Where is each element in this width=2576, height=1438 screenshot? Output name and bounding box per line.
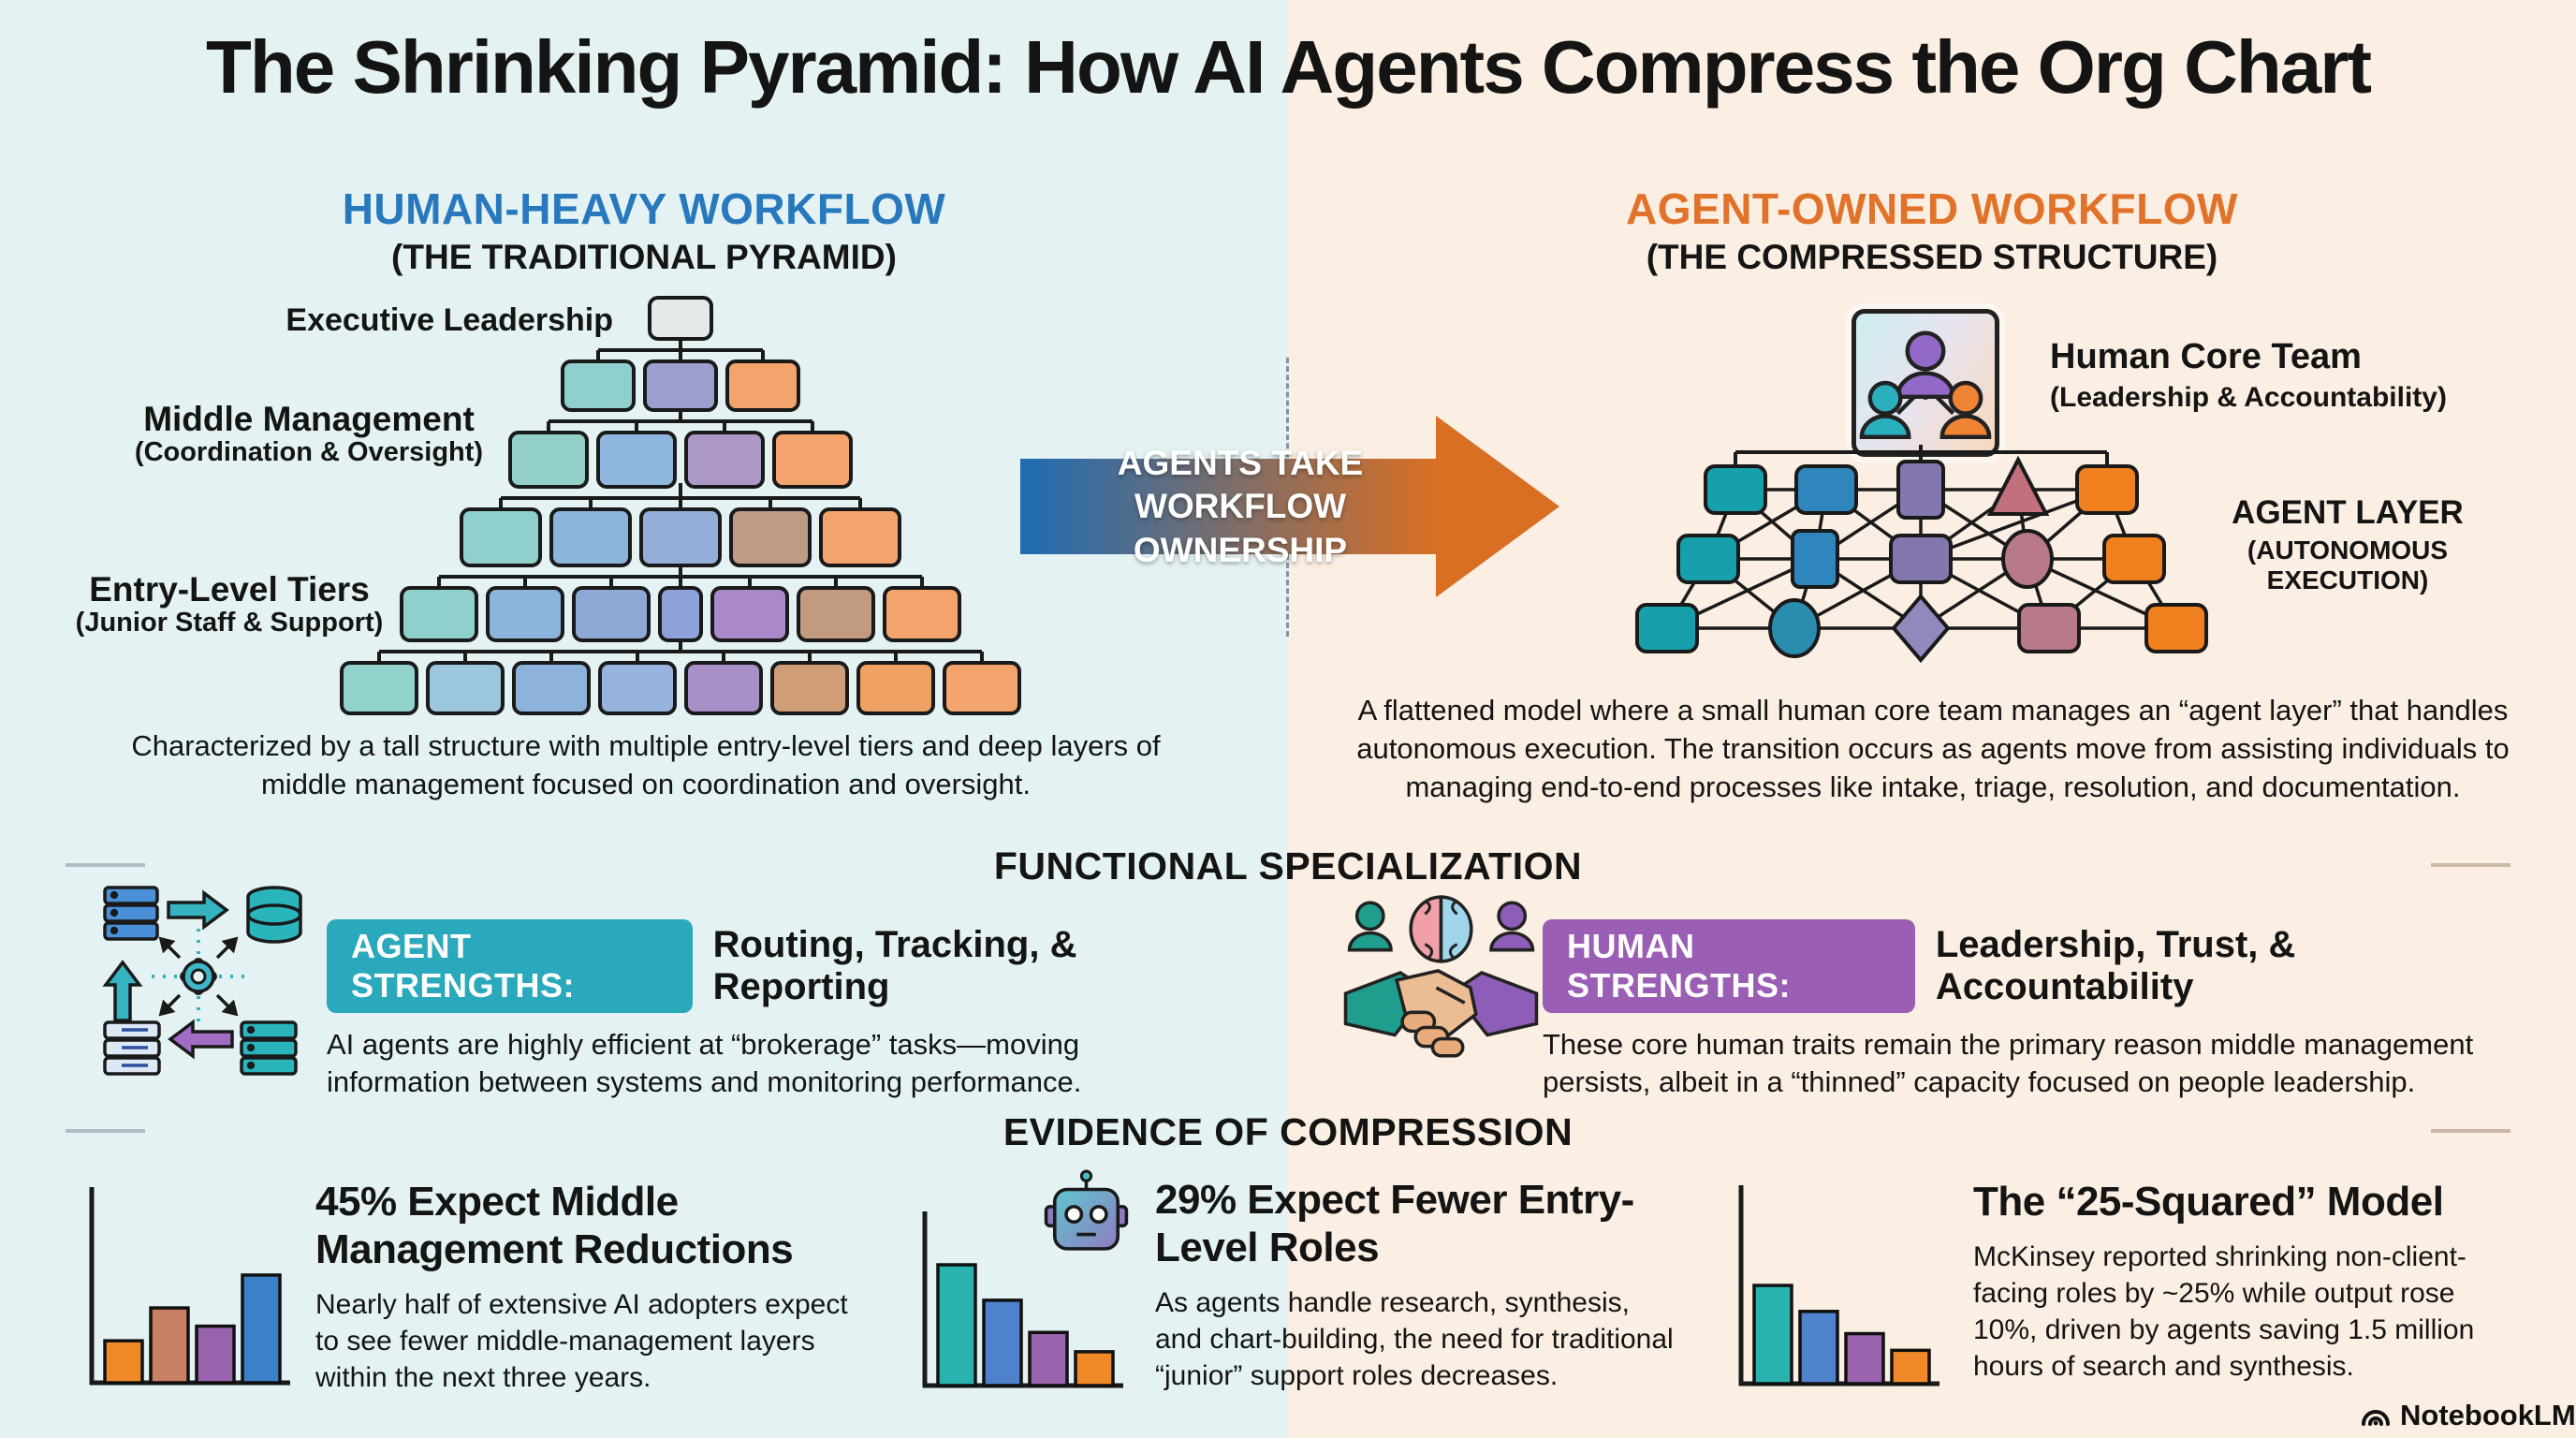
agent-strengths-badge: AGENT STRENGTHS: [327,919,693,1013]
left-panel-caption: Characterized by a tall structure with m… [131,729,1161,801]
right-panel-subheading: (THE COMPRESSED STRUCTURE) [1646,238,2218,276]
human-strengths-block: HUMAN STRENGTHS: Leadership, Trust, & Ac… [1543,919,2497,1102]
agent-strengths-body: AI agents are highly efficient at “broke… [327,1028,1082,1099]
core-team-label-block: Human Core Team (Leadership & Accountabi… [2050,337,2574,414]
agent-layer-label: AGENT LAYER [2232,494,2464,531]
label-middle-management: Middle Management (Coordination & Oversi… [134,400,484,467]
left-panel-header: HUMAN-HEAVY WORKFLOW (THE TRADITIONAL PY… [0,183,1288,277]
robot-icon [1044,1169,1129,1251]
right-panel-heading: AGENT-OWNED WORKFLOW [1626,184,2238,233]
human-strengths-title: Leadership, Trust, & Accountability [1935,924,2296,1007]
evidence-item-3-title: The “25-Squared” Model [1973,1179,2444,1225]
human-strengths-badge: HUMAN STRENGTHS: [1543,919,1915,1013]
divider-line-left [66,863,145,867]
functional-specialization-heading: FUNCTIONAL SPECIALIZATION [993,844,1583,888]
evidence-heading: EVIDENCE OF COMPRESSION [1003,1110,1573,1153]
bar-chart-icon-25-squared [1738,1185,1939,1387]
evidence-item-2-title: 29% Expect Fewer Entry-Level Roles [1155,1177,1634,1271]
left-panel-subheading: (THE TRADITIONAL PYRAMID) [391,238,897,276]
human-strengths-body: These core human traits remain the prima… [1543,1028,2474,1099]
bar-chart-icon-middle-management [89,1187,290,1386]
brand-mark: NotebookLM [2359,1399,2576,1432]
evidence-item-1-title: 45% Expect Middle Management Reductions [315,1179,794,1273]
core-team-sublabel: (Leadership & Accountability) [2050,381,2447,413]
agent-strengths-title: Routing, Tracking, & Reporting [712,924,1077,1007]
agent-layer-label-block: AGENT LAYER (AUTONOMOUS EXECUTION) [2226,494,2469,595]
brand-name: NotebookLM [2400,1399,2576,1431]
notebooklm-icon [2362,1410,2390,1426]
handshake-icon [1343,895,1539,1058]
agent-network-diagram [1635,445,2208,664]
divider-line-right-2 [2431,1129,2510,1133]
evidence-item-2-body: As agents handle research, synthesis, an… [1155,1287,1674,1392]
evidence-item-1: 45% Expect Middle Management Reductions … [315,1178,877,1396]
agent-strengths-block: AGENT STRENGTHS: Routing, Tracking, & Re… [327,919,1207,1102]
transition-arrow-label: AGENTS TAKE WORKFLOW OWNERSHIP [1117,444,1364,569]
evidence-item-1-body: Nearly half of extensive AI adopters exp… [315,1289,848,1394]
evidence-item-3-body: McKinsey reported shrinking non-client-f… [1973,1241,2475,1383]
human-core-team-box [1852,309,1999,457]
agent-layer-sublabel: (AUTONOMOUS EXECUTION) [2247,536,2449,595]
divider-line-right [2431,863,2510,867]
evidence-item-2: 29% Expect Fewer Entry-Level Roles As ag… [1155,1176,1679,1394]
page-title: The Shrinking Pyramid: How AI Agents Com… [206,25,2372,109]
transition-arrow [1020,416,1559,597]
label-executive-leadership: Executive Leadership [285,302,613,338]
label-entry-level: Entry-Level Tiers (Junior Staff & Suppor… [75,570,384,638]
right-panel-caption: A flattened model where a small human co… [1356,694,2510,804]
people-group-icon [1859,330,1992,439]
left-panel-heading: HUMAN-HEAVY WORKFLOW [342,184,946,233]
traditional-pyramid-diagram [340,296,1021,715]
bar-chart-icon-entry-level [922,1211,1123,1388]
right-panel-header: AGENT-OWNED WORKFLOW (THE COMPRESSED STR… [1288,183,2576,277]
evidence-item-3: The “25-Squared” Model McKinsey reported… [1973,1178,2516,1385]
routing-systems-icon [102,886,302,1076]
core-team-label: Human Core Team [2050,337,2362,376]
divider-line-left-2 [66,1129,145,1133]
